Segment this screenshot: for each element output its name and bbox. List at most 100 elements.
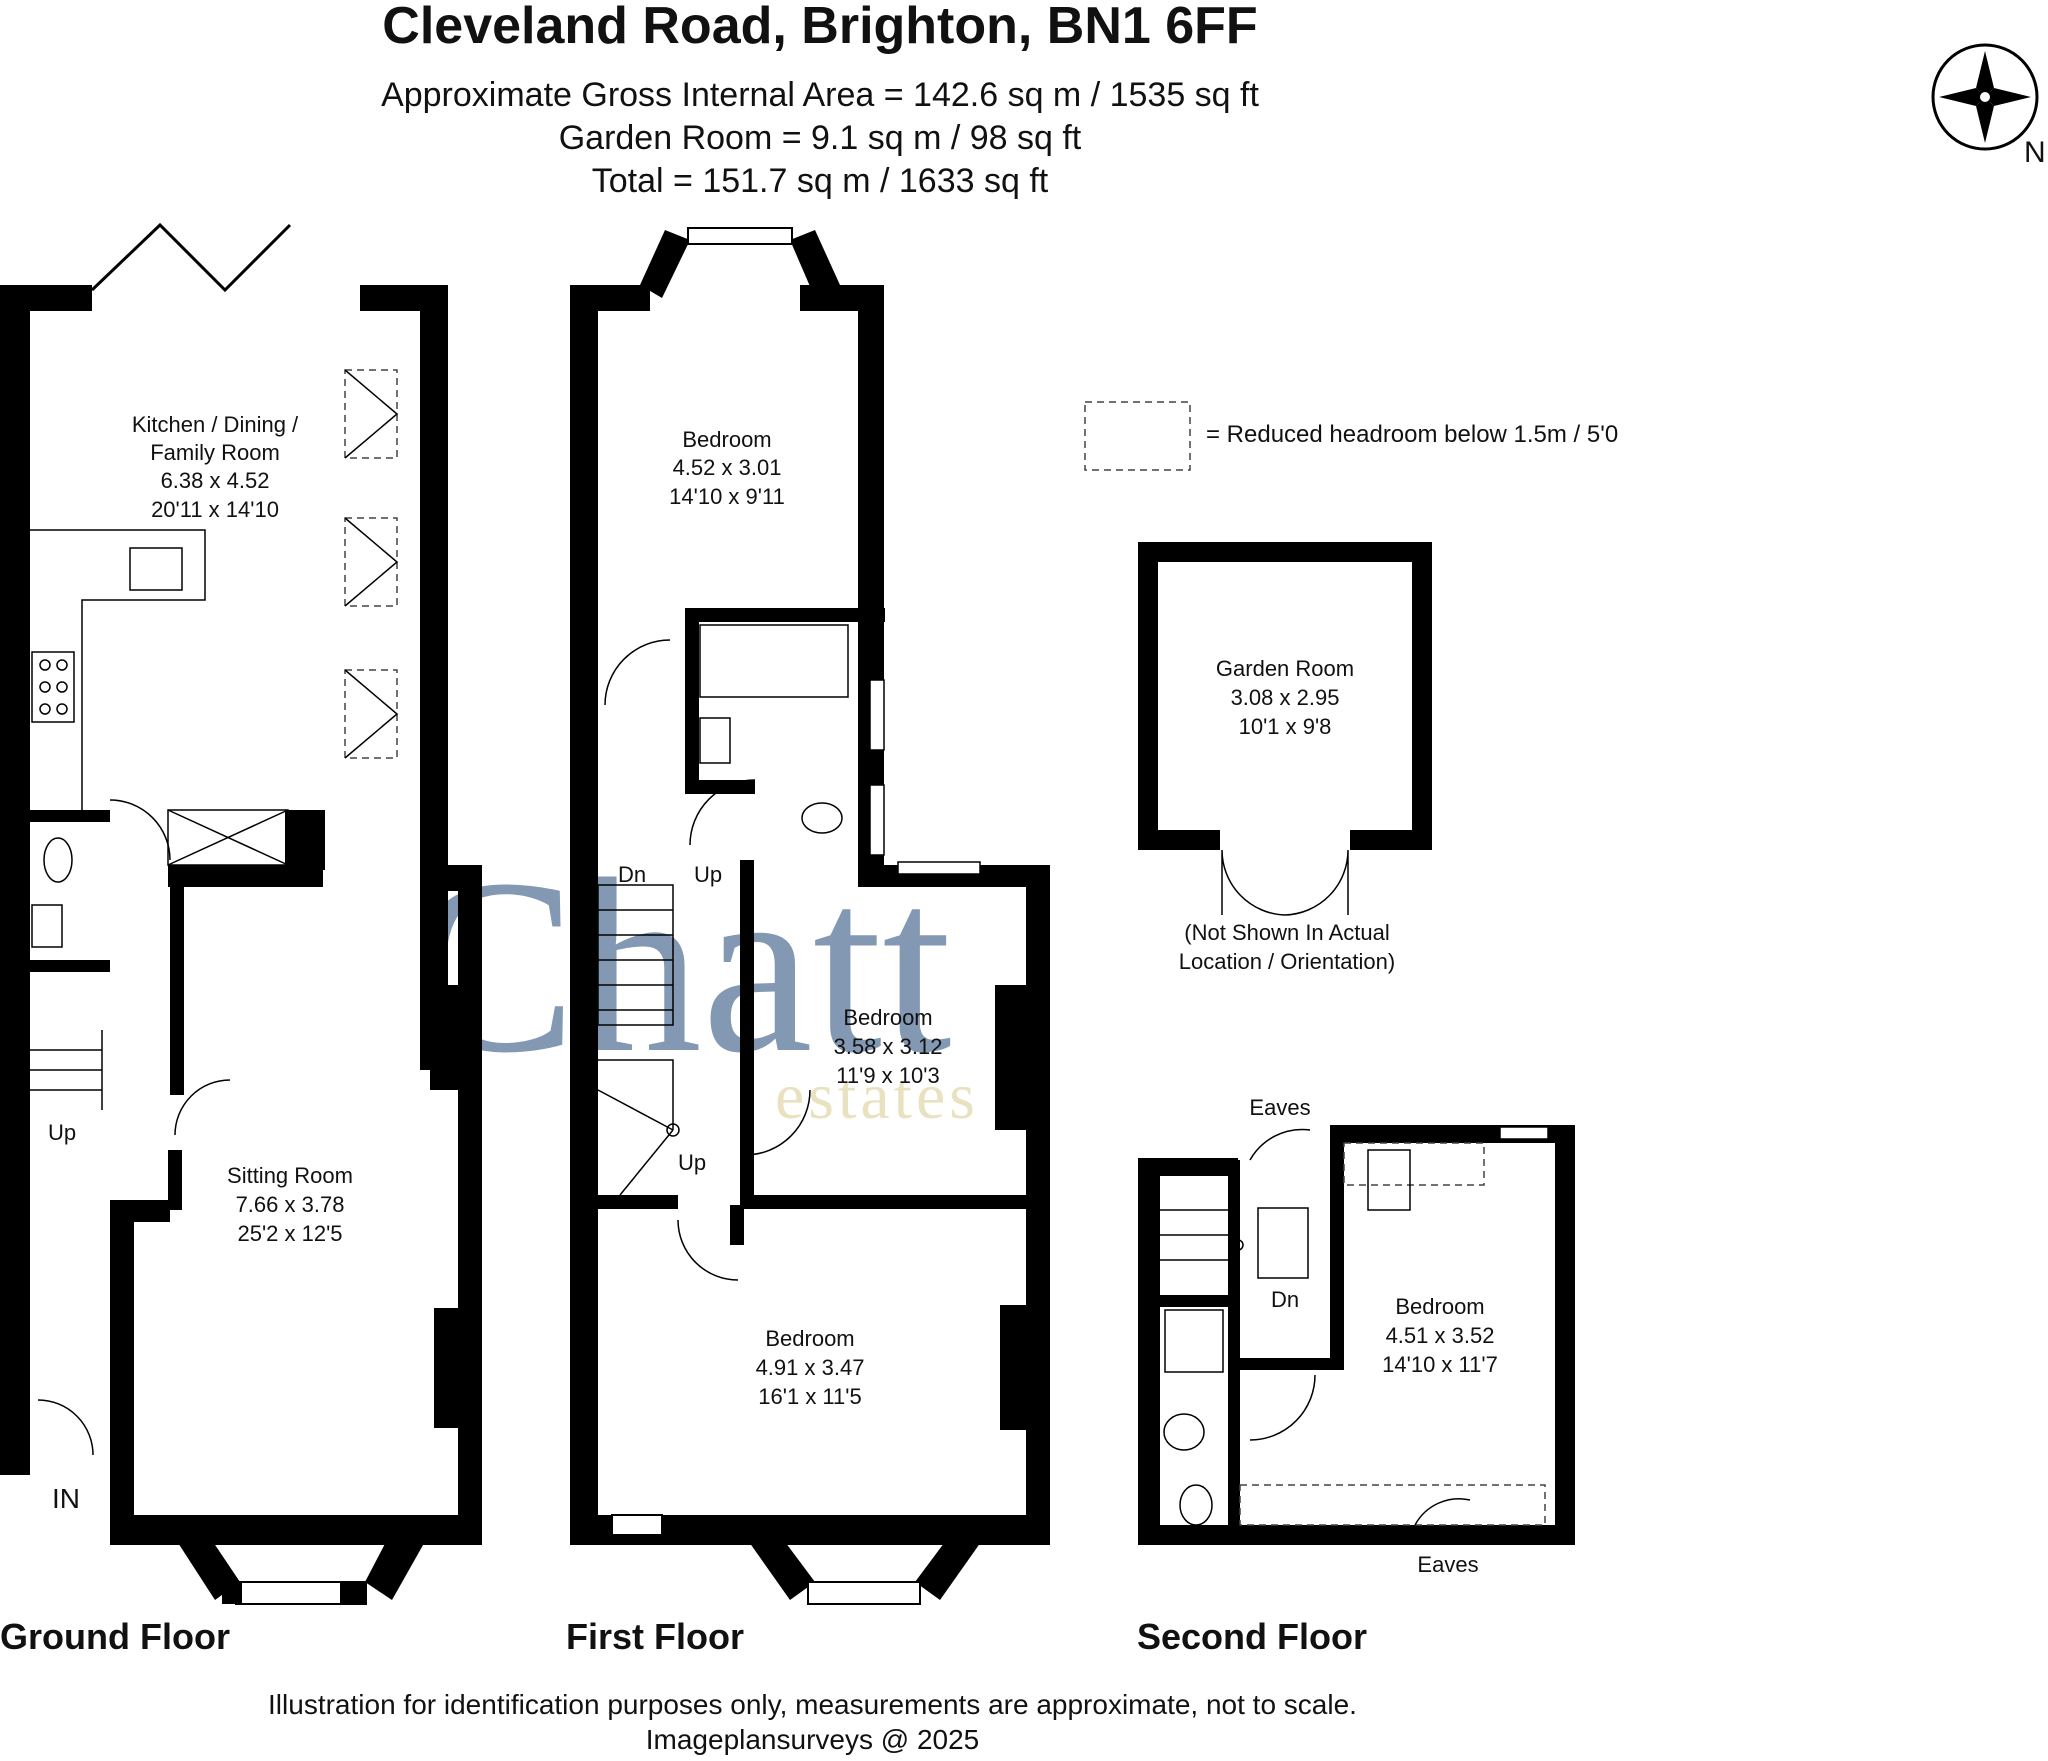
copyright-text: Imageplansurveys @ 2025 — [645, 1724, 980, 1755]
french-door — [1284, 849, 1349, 916]
stairs-up-label: Up — [48, 1120, 76, 1145]
wall — [1330, 1125, 1344, 1370]
toilet-icon — [1179, 1484, 1213, 1526]
wall — [570, 285, 650, 311]
eaves-area — [1343, 1142, 1485, 1186]
stairs-up-label: Up — [678, 1150, 706, 1175]
bifold-door — [90, 222, 292, 293]
wall — [110, 1200, 134, 1545]
wall — [1138, 1158, 1238, 1176]
room-label-kitchen: Family Room — [150, 440, 280, 465]
compass-icon — [1931, 43, 2039, 151]
wall — [420, 285, 448, 885]
bay-wall — [340, 1582, 366, 1604]
bath-icon — [699, 624, 849, 698]
bay-wall — [160, 1515, 240, 1600]
floor-label-first: First Floor — [566, 1616, 744, 1657]
bay-wall — [365, 1515, 440, 1600]
wall — [0, 960, 110, 972]
room-label-kitchen: Kitchen / Dining / — [132, 412, 299, 437]
door — [1414, 1498, 1471, 1526]
legend-text: = Reduced headroom below 1.5m / 5'0 — [1206, 421, 1618, 448]
compass-north-label: N — [2024, 136, 2046, 169]
disclaimer-text: Illustration for identification purposes… — [268, 1689, 1357, 1720]
window — [869, 679, 885, 751]
wall — [1138, 1525, 1575, 1545]
eaves-label: Eaves — [1249, 1095, 1310, 1120]
room-dim-imperial: 10'1 x 9'8 — [1239, 714, 1332, 739]
wall — [168, 865, 323, 887]
room-label-sitting: Sitting Room — [227, 1163, 353, 1188]
legend: = Reduced headroom below 1.5m / 5'0 — [1084, 401, 1618, 471]
door — [1249, 1374, 1316, 1441]
room-dim-metric: 3.58 x 3.12 — [834, 1034, 943, 1059]
hob-icon — [31, 651, 75, 723]
wall — [1350, 830, 1432, 850]
floor-label-ground: Ground Floor — [0, 1616, 230, 1657]
room-dim-imperial: 16'1 x 11'5 — [758, 1384, 861, 1409]
door — [677, 1219, 739, 1281]
wall — [168, 1150, 182, 1210]
bay-wall — [640, 230, 690, 298]
bay-wall — [730, 1515, 815, 1600]
wall — [858, 285, 884, 865]
wall — [0, 810, 110, 822]
room-label-bedroom: Bedroom — [682, 427, 771, 452]
bay-window — [807, 1581, 921, 1605]
room-label-bedroom: Bedroom — [1395, 1294, 1484, 1319]
room-dim-imperial: 20'11 x 14'10 — [151, 497, 279, 522]
floor-label-second: Second Floor — [1137, 1616, 1368, 1657]
wall — [170, 865, 184, 1095]
entrance-label: IN — [52, 1483, 80, 1514]
garden-room-plan: Garden Room 3.08 x 2.95 10'1 x 9'8 (Not … — [1138, 542, 1432, 974]
garden-note: Location / Orientation) — [1179, 949, 1395, 974]
room-dim-metric: 4.51 x 3.52 — [1386, 1323, 1495, 1348]
bay-wall — [915, 1515, 1000, 1600]
wall — [685, 608, 885, 622]
wall — [740, 860, 754, 1205]
skylight-icon — [344, 669, 398, 759]
stairs — [597, 884, 680, 1196]
watermark-sub: estates — [775, 1060, 979, 1133]
entrance-door — [37, 1399, 94, 1456]
wall — [1412, 542, 1432, 850]
door — [109, 799, 171, 861]
wall — [1228, 1160, 1240, 1295]
wall — [1138, 830, 1220, 850]
chimney-breast — [430, 985, 460, 1090]
wall — [1228, 1295, 1240, 1535]
second-floor-plan: Dn Eaves Eaves Bedroom 4.51 x 3.52 14'10… — [1138, 1095, 1575, 1577]
eaves-area — [1239, 1484, 1546, 1526]
wall — [570, 285, 598, 1545]
room-dim-metric: 7.66 x 3.78 — [236, 1192, 345, 1217]
basin-icon — [31, 904, 63, 948]
eaves-label: Eaves — [1417, 1552, 1478, 1577]
toilet-icon — [801, 802, 843, 834]
legend-dashed-box — [1084, 401, 1191, 471]
ground-floor-plan: Up IN Kitchen / Dining / Family Room 6.3… — [0, 222, 482, 1605]
wall — [1555, 1125, 1575, 1545]
wall — [598, 1195, 678, 1209]
room-dim-metric: 4.91 x 3.47 — [756, 1355, 865, 1380]
wall — [458, 865, 482, 1545]
wall — [1160, 1295, 1232, 1307]
toilet-icon — [43, 837, 73, 883]
units — [167, 809, 289, 866]
basin-icon — [1163, 1413, 1205, 1451]
bay-wall — [222, 1582, 242, 1604]
wall — [1138, 1158, 1160, 1545]
room-dim-metric: 3.08 x 2.95 — [1231, 685, 1340, 710]
door — [1249, 1128, 1311, 1161]
french-door — [1221, 849, 1286, 916]
stairs-dn-label: Dn — [1271, 1287, 1299, 1312]
window — [897, 861, 981, 875]
room-dim-metric: 4.52 x 3.01 — [673, 455, 782, 480]
total-area-text: Total = 151.7 sq m / 1633 sq ft — [591, 162, 1049, 200]
skylight-icon — [1257, 1207, 1309, 1279]
room-dim-imperial: 25'2 x 12'5 — [237, 1221, 342, 1246]
skylight-icon — [344, 369, 398, 459]
room-dim-imperial: 14'10 x 9'11 — [669, 484, 785, 509]
chimney-breast — [434, 1308, 464, 1428]
chimney-breast — [995, 985, 1027, 1130]
worktop — [30, 529, 206, 810]
